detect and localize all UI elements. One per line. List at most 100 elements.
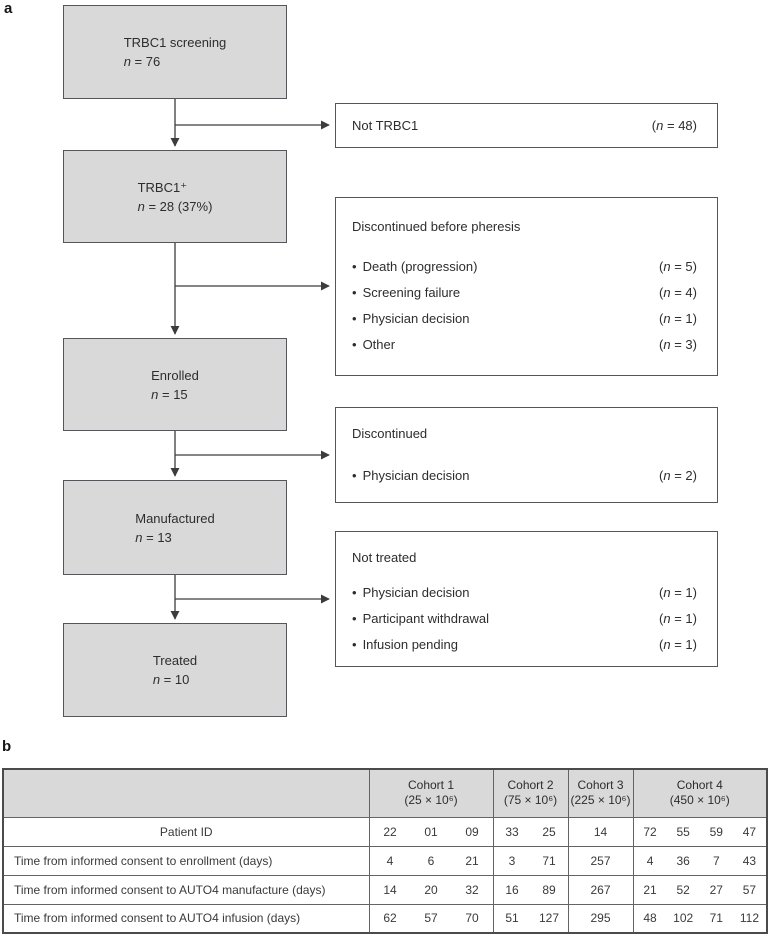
cell-value: 27: [709, 882, 723, 897]
flow-box-treated: Treated n = 10: [63, 623, 287, 717]
cohort-name: Cohort 4: [676, 778, 723, 793]
item-count: (n = 1): [659, 309, 697, 328]
flow-box-n: n = 10: [153, 670, 197, 689]
n-symbol: n: [151, 386, 159, 402]
cell-value: 25: [542, 824, 556, 839]
cell-value: 22: [383, 824, 397, 839]
flow-box-manufactured: Manufactured n = 13: [63, 480, 287, 575]
n-value: 1: [685, 611, 693, 626]
bullet-icon: •: [352, 468, 357, 483]
row-label: Patient ID: [2, 816, 370, 847]
item-count: (n = 3): [659, 335, 697, 354]
sidebox-item: •Death (progression) (n = 5): [352, 257, 697, 276]
cell-value: 57: [742, 882, 757, 897]
item-count: (n = 4): [659, 283, 697, 302]
flow-box-n: n = 15: [151, 385, 199, 404]
cell-value: 52: [676, 882, 690, 897]
cell-value: 112: [739, 911, 759, 926]
flow-box-n: n = 13: [135, 528, 215, 547]
item-count: (n = 1): [659, 609, 697, 628]
equals-sign: =: [158, 386, 174, 402]
cell-value: 01: [424, 824, 438, 839]
equals-sign: =: [144, 198, 160, 214]
sidebox-item: •Physician decision (n = 1): [352, 309, 697, 328]
cell-value: 20: [424, 882, 438, 897]
close-paren: ): [692, 585, 697, 600]
cell-value: 3: [508, 853, 516, 868]
sidebox-item: •Screening failure (n = 4): [352, 283, 697, 302]
close-paren: ): [692, 285, 697, 300]
n-value: 3: [685, 337, 693, 352]
cohort3-values: 267: [567, 874, 634, 905]
table-corner-cell: [2, 768, 370, 818]
flow-box-title: TRBC1 screening: [123, 35, 227, 50]
open-paren: (: [659, 259, 664, 274]
n-value: 1: [685, 637, 693, 652]
sidebox-item: •Participant withdrawal (n = 1): [352, 609, 697, 628]
cell-value: 43: [742, 853, 757, 868]
cell-value: 127: [538, 911, 560, 926]
item-label: •Physician decision: [352, 311, 470, 326]
cohort-name: Cohort 1: [407, 778, 455, 793]
cohort-table-container: Cohort 1 (25 × 10⁶) Cohort 2 (75 × 10⁶) …: [2, 768, 768, 934]
cell-value: 21: [643, 882, 657, 897]
n-value: 2: [685, 468, 693, 483]
cell-value: 71: [542, 853, 556, 868]
n-symbol: n: [656, 118, 664, 133]
row-label: Time from informed consent to enrollment…: [2, 845, 370, 876]
n-symbol: n: [663, 311, 671, 326]
flow-box-n: n = 76: [124, 52, 227, 71]
cell-value: 72: [643, 824, 657, 839]
bullet-icon: •: [352, 637, 357, 652]
equals-sign: =: [160, 672, 175, 687]
n-value: 15: [173, 386, 188, 402]
cell-value: 57: [424, 911, 438, 926]
open-paren: (: [651, 118, 657, 133]
sidebox-title: Not treated: [352, 550, 417, 565]
bullet-icon: •: [352, 337, 357, 352]
cohort-dose: (450 × 10⁶): [669, 793, 730, 808]
row-label: Time from informed consent to AUTO4 infu…: [2, 903, 370, 934]
flow-box-text: TRBC1⁺ n = 28 (37%): [138, 178, 213, 216]
equals-sign: =: [670, 337, 686, 352]
flow-sidebox-discontinued: Discontinued •Physician decision (n = 2): [335, 407, 718, 503]
open-paren: (: [659, 311, 664, 326]
n-value: 10: [174, 672, 190, 687]
close-paren: ): [692, 637, 697, 652]
flow-box-text: TRBC1 screening n = 76: [124, 33, 227, 71]
flow-sidebox-discontinued-before-pheresis: Discontinued before pheresis •Death (pro…: [335, 197, 718, 376]
equals-sign: =: [670, 611, 686, 626]
n-symbol: n: [663, 259, 671, 274]
n-symbol: n: [663, 468, 671, 483]
flow-box-enrolled: Enrolled n = 15: [63, 338, 287, 431]
n-symbol: n: [663, 285, 671, 300]
n-symbol: n: [663, 611, 671, 626]
cell-value: 09: [465, 824, 479, 839]
cohort-name: Cohort 3: [577, 778, 624, 793]
n-value: 76: [145, 54, 161, 69]
cell-value: 32: [465, 882, 479, 897]
cell-value: 295: [590, 911, 611, 926]
item-label: •Other: [352, 337, 396, 352]
cell-value: 59: [709, 824, 723, 839]
cohort4-values: 21 52 27 57: [632, 874, 768, 905]
cohort-dose: (25 × 10⁶): [404, 793, 458, 808]
close-paren: ): [692, 337, 697, 352]
cell-value: 55: [676, 824, 690, 839]
cell-value: 71: [709, 911, 723, 926]
open-paren: (: [659, 611, 664, 626]
item-count: (n = 5): [659, 257, 697, 276]
item-label: •Death (progression): [352, 259, 478, 274]
cohort2-values: 3 71: [492, 845, 569, 876]
equals-sign: =: [670, 637, 686, 652]
open-paren: (: [659, 468, 664, 483]
flow-box-trbc1-positive: TRBC1⁺ n = 28 (37%): [63, 150, 287, 243]
item-label: •Physician decision: [352, 585, 470, 600]
open-paren: (: [659, 285, 664, 300]
